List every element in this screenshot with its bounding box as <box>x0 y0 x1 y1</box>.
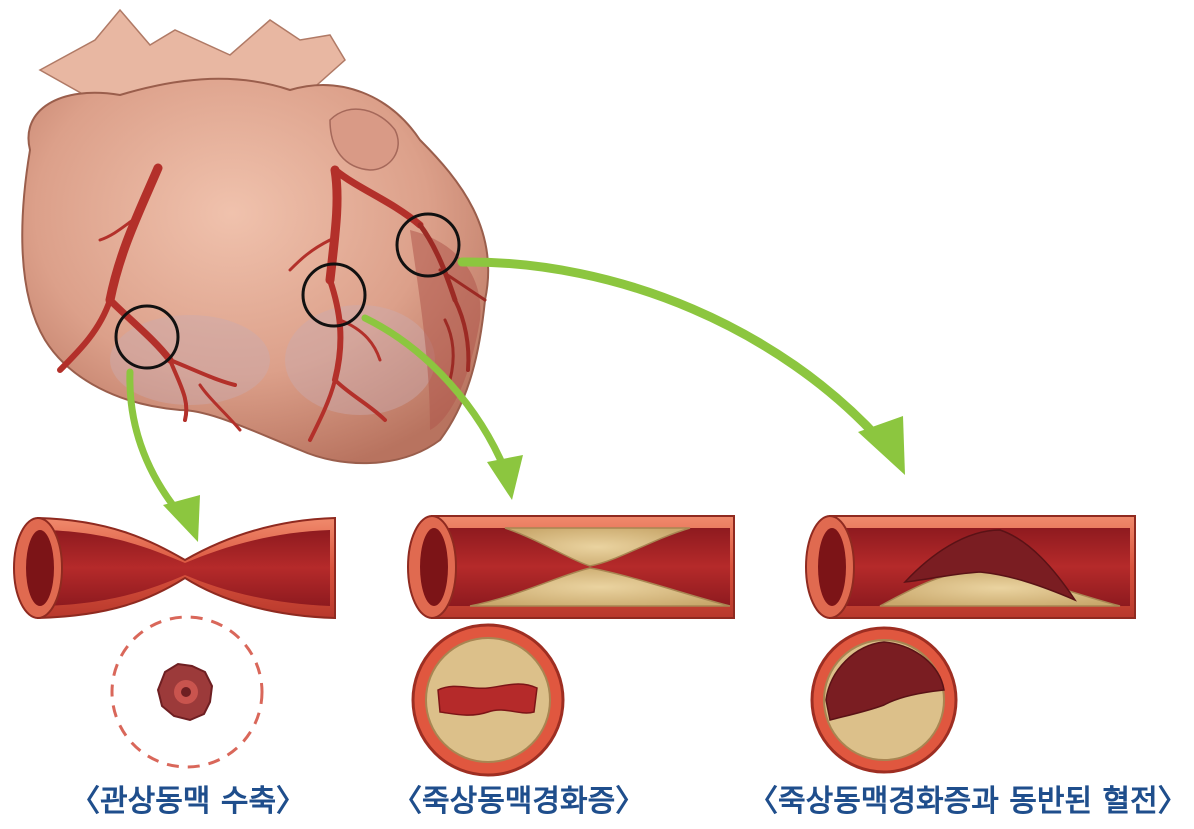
caption-coronary-spasm: 〈관상동맥 수축〉 <box>70 782 306 822</box>
panel-atherosclerosis <box>408 516 734 775</box>
arrow-to-atherosclerosis-head <box>487 455 523 500</box>
ventricle-shading-left <box>110 315 270 405</box>
spasm-vessel-lumen <box>45 530 330 606</box>
heart-illustration <box>22 10 488 463</box>
panel-atherosclerosis-thrombus <box>806 516 1135 772</box>
caption-atherosclerosis-thrombus: 〈죽상동맥경화증과 동반된 혈전〉 <box>748 782 1188 822</box>
panel-coronary-spasm <box>14 518 335 767</box>
caption-atherosclerosis: 〈죽상동맥경화증〉 <box>392 782 645 822</box>
athero-cross-section-lumen <box>438 684 537 715</box>
arrow-to-thrombus <box>462 262 880 440</box>
